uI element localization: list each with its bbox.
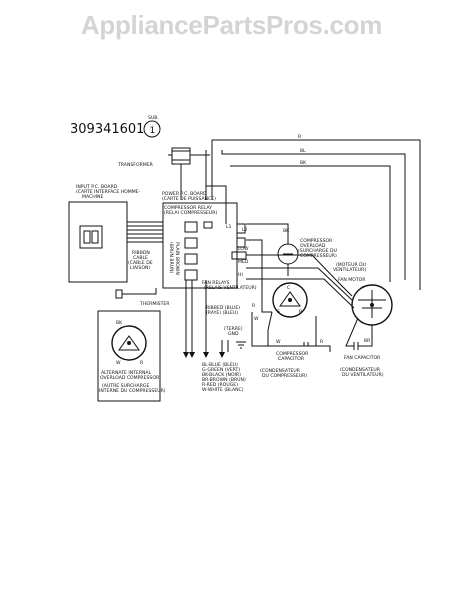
- svg-text:ALTERNATE INTERNAL: ALTERNATE INTERNAL: [101, 370, 152, 376]
- svg-text:COMPRESSEUR): COMPRESSEUR): [300, 253, 337, 259]
- compressor-capacitor-label: COMPRESSOR CAPACITOR (CONDENSATEUR DU CO…: [260, 351, 309, 379]
- svg-text:POWER P.C. BOARD: POWER P.C. BOARD: [162, 191, 207, 197]
- svg-text:CABLE: CABLE: [133, 255, 148, 261]
- ribbon-cable: RIBBON CABLE (CABLE DE LIAISON): [127, 221, 163, 271]
- input-board-labels: INPUT P.C. BOARD (CARTE INTERFACE HOMME-…: [76, 184, 141, 200]
- svg-text:COMPRESSOR: COMPRESSOR: [276, 351, 309, 357]
- ribbed-label: RIBBED (BLUE) (RAYE) (BLEU): [206, 305, 240, 316]
- svg-text:GND: GND: [228, 331, 239, 337]
- svg-text:L1: L1: [226, 224, 232, 230]
- svg-text:R: R: [320, 339, 324, 345]
- svg-text:(RAYE) (BLEU): (RAYE) (BLEU): [206, 310, 238, 316]
- svg-text:C: C: [287, 285, 290, 291]
- svg-text:BK: BK: [116, 320, 123, 326]
- sub-label: SUB.: [148, 115, 159, 121]
- svg-text:FAN MOTOR: FAN MOTOR: [338, 277, 366, 283]
- svg-text:FAN CAPACITOR: FAN CAPACITOR: [344, 355, 381, 361]
- svg-text:(CABLE DE: (CABLE DE: [128, 260, 153, 266]
- compressor-capacitor: W R: [267, 311, 331, 352]
- svg-text:W: W: [276, 339, 281, 345]
- svg-text:DU VENTILATEUR): DU VENTILATEUR): [342, 372, 384, 378]
- svg-text:RIBBON: RIBBON: [132, 250, 150, 256]
- transformer-label: TRANSFORMER: [117, 162, 154, 168]
- svg-text:HI: HI: [238, 272, 243, 278]
- sub-circle: [143, 120, 161, 138]
- svg-text:MED: MED: [238, 259, 249, 265]
- svg-text:OVERLOAD COMPRESSOR: OVERLOAD COMPRESSOR: [100, 375, 160, 381]
- transformer: [168, 147, 213, 200]
- svg-text:(CONDENSATEUR: (CONDENSATEUR: [340, 367, 381, 373]
- svg-text:R-RED (ROUGE): R-RED (ROUGE): [202, 382, 238, 388]
- svg-text:R: R: [140, 360, 144, 366]
- svg-text:COMPRESSOR: COMPRESSOR: [300, 238, 333, 244]
- thermistor-label: THERMISTER: [139, 301, 170, 307]
- svg-text:(SURCHARGE DU: (SURCHARGE DU: [298, 248, 337, 254]
- svg-text:BL: BL: [300, 148, 306, 154]
- svg-text:BL-BLUE (BLEU): BL-BLUE (BLEU): [202, 362, 238, 368]
- display-block: [79, 225, 103, 249]
- compressor-overload-label: COMPRESSOR OVERLOAD (SURCHARGE DU COMPRE…: [298, 238, 337, 259]
- fan-capacitor: BR: [345, 317, 373, 350]
- bus-wires: R BL BK: [206, 134, 421, 290]
- svg-text:INPUT P.C. BOARD: INPUT P.C. BOARD: [76, 184, 118, 190]
- svg-text:W: W: [254, 316, 259, 322]
- svg-text:(RELAIS VENTILATEUR): (RELAIS VENTILATEUR): [204, 285, 257, 291]
- ground-label: (TERRE) GND: [224, 326, 243, 337]
- svg-text:LOW: LOW: [238, 246, 249, 252]
- svg-text:S: S: [277, 309, 280, 315]
- board-to-components-wires: W R: [246, 239, 355, 347]
- svg-text:R: R: [298, 134, 302, 140]
- connector-wires: [183, 280, 246, 358]
- fan-motor: [351, 284, 393, 326]
- part-number: 309341601: [70, 122, 144, 137]
- svg-text:(BRUN BRUN): (BRUN BRUN): [168, 242, 174, 274]
- fan-relays-label: FAN RELAYS (RELAIS VENTILATEUR): [202, 280, 257, 291]
- svg-text:LIAISON): LIAISON): [130, 265, 150, 271]
- svg-text:BR-BROWN (BRUN): BR-BROWN (BRUN): [202, 377, 246, 383]
- svg-text:BR: BR: [364, 338, 371, 344]
- svg-text:R: R: [299, 309, 303, 315]
- thermistor: [115, 288, 157, 299]
- svg-text:W-WHITE (BLANC): W-WHITE (BLANC): [202, 387, 244, 393]
- svg-text:BK: BK: [300, 160, 307, 166]
- alternate-overload-label: ALTERNATE INTERNAL OVERLOAD COMPRESSOR (…: [99, 370, 166, 394]
- svg-text:DU COMPRESSEUR): DU COMPRESSEUR): [262, 373, 307, 379]
- svg-text:PLAIN BROWN: PLAIN BROWN: [174, 242, 180, 275]
- sub-number: 1: [150, 126, 156, 136]
- svg-text:RIBBED (BLUE): RIBBED (BLUE): [206, 305, 240, 311]
- alternate-overload: BK W R: [97, 310, 161, 402]
- compressor-overload: BK: [246, 223, 299, 276]
- svg-text:CAPACITOR: CAPACITOR: [278, 356, 305, 362]
- svg-text:(CARTE DE PUISSANCE): (CARTE DE PUISSANCE): [162, 196, 216, 202]
- svg-text:FAN RELAYS: FAN RELAYS: [202, 280, 230, 286]
- svg-text:BK: BK: [283, 228, 290, 234]
- svg-text:(MOTEUR DU: (MOTEUR DU: [336, 262, 366, 268]
- fan-capacitor-label: FAN CAPACITOR (CONDENSATEUR DU VENTILATE…: [340, 355, 384, 378]
- svg-text:(RELAI COMPRESSEUR): (RELAI COMPRESSEUR): [164, 210, 217, 216]
- svg-text:INTERNE DU COMPRESSEUR): INTERNE DU COMPRESSEUR): [99, 388, 166, 394]
- terminal-boxes: [231, 223, 247, 260]
- terminal-labels: L2 L1 LOW MED HI: [226, 224, 249, 278]
- compressor: C S R: [272, 282, 308, 318]
- relay-blocks: [184, 221, 213, 281]
- svg-text:(CONDENSATEUR: (CONDENSATEUR: [260, 368, 301, 374]
- color-legend: BL-BLUE (BLEU) G-GREEN (VERT) BK-BLACK (…: [202, 362, 246, 393]
- plain-brown-label: PLAIN BROWN (BRUN BRUN): [168, 242, 180, 275]
- svg-text:MACHINE: MACHINE: [82, 194, 103, 200]
- svg-text:W: W: [116, 360, 121, 366]
- svg-text:VENTILATEUR): VENTILATEUR): [333, 267, 366, 273]
- svg-text:G-GREEN (VERT): G-GREEN (VERT): [202, 367, 240, 373]
- svg-text:(AUTRE SURCHARGE: (AUTRE SURCHARGE: [102, 383, 149, 389]
- svg-text:R: R: [252, 303, 256, 309]
- watermark-text: AppliancePartsPros.com: [80, 10, 383, 40]
- fan-motor-label: (MOTEUR DU VENTILATEUR) FAN MOTOR: [333, 262, 366, 283]
- svg-text:COMPRESSOR RELAY: COMPRESSOR RELAY: [164, 205, 212, 211]
- svg-text:BK-BLACK (NOIR): BK-BLACK (NOIR): [202, 372, 241, 378]
- svg-text:OVERLOAD: OVERLOAD: [300, 243, 326, 249]
- power-board-labels: POWER P.C. BOARD (CARTE DE PUISSANCE) CO…: [162, 191, 217, 216]
- svg-text:(CARTE INTERFACE HOMME-: (CARTE INTERFACE HOMME-: [76, 189, 141, 195]
- svg-text:(TERRE): (TERRE): [224, 326, 243, 332]
